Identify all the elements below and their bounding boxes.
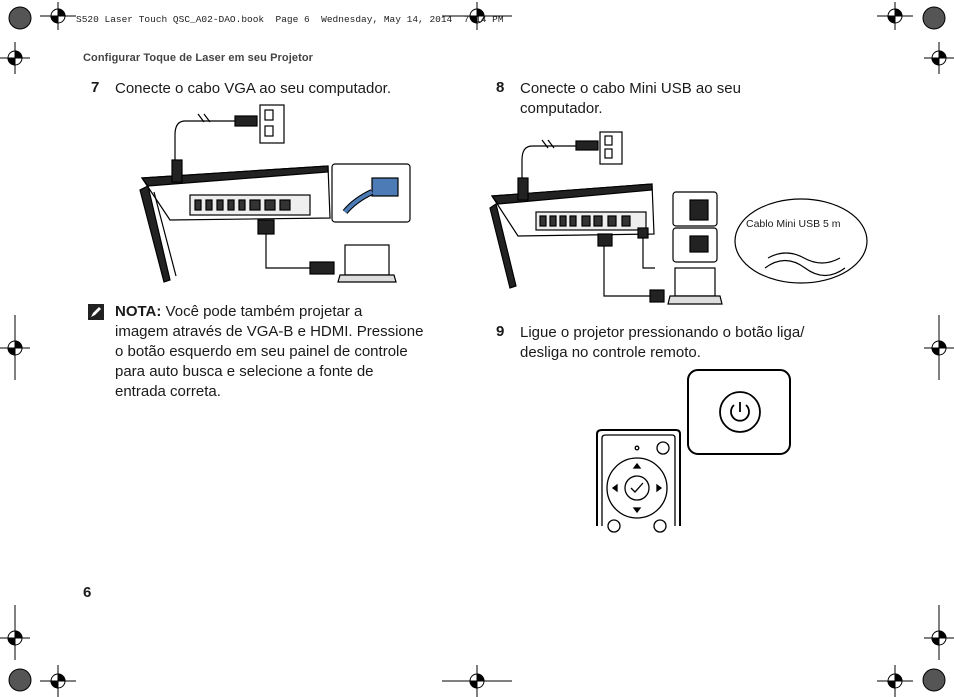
note-line-3: o botão esquerdo em seu painel de contro… <box>115 343 408 360</box>
step-8-line-1: Conecte o cabo Mini USB ao seu <box>520 80 741 97</box>
step-9-text: Ligue o projetor pressionando o botão li… <box>520 323 804 363</box>
registration-mark-icon <box>924 605 954 660</box>
registration-mark-icon <box>442 2 512 30</box>
note-pencil-icon <box>88 304 104 320</box>
registration-mark-icon <box>0 605 30 660</box>
vga-connection-illustration <box>139 104 411 283</box>
registration-mark-icon <box>924 42 954 74</box>
page-number: 6 <box>83 584 92 601</box>
registration-mark-icon <box>877 2 913 30</box>
remote-control-illustration <box>596 369 791 533</box>
note-line-4: para auto busca e selecione a fonte de <box>115 363 374 380</box>
note-block: NOTA: Você pode também projetar a imagem… <box>115 302 460 402</box>
power-icon <box>719 391 761 433</box>
step-8-number: 8 <box>496 79 505 96</box>
step-9-line-2: desliga no controle remoto. <box>520 344 701 361</box>
step-9-number: 9 <box>496 323 505 340</box>
step-9-line-1: Ligue o projetor pressionando o botão li… <box>520 324 805 341</box>
color-bar-icon <box>8 6 946 692</box>
registration-mark-icon <box>442 665 512 697</box>
registration-mark-icon <box>0 42 30 74</box>
note-label: NOTA: <box>115 303 162 320</box>
note-line-1: Você pode também projetar a <box>161 303 363 320</box>
step-8-line-2: computador. <box>520 100 603 117</box>
usb-connection-illustration <box>489 131 868 305</box>
registration-mark-icon <box>40 665 76 697</box>
note-line-5: entrada correta. <box>115 383 221 400</box>
step-7-text: Conecte o cabo VGA ao seu computador. <box>115 80 392 97</box>
usb-callout-label: Cablo Mini USB 5 m <box>746 218 841 230</box>
step-8-text: Conecte o cabo Mini USB ao seu computado… <box>520 79 741 119</box>
registration-mark-icon <box>877 665 913 697</box>
registration-mark-icon <box>924 315 954 380</box>
registration-mark-icon <box>0 315 30 380</box>
running-head: Configurar Toque de Laser em seu Projeto… <box>83 52 314 64</box>
registration-mark-icon <box>40 2 76 30</box>
step-7-number: 7 <box>91 79 100 96</box>
note-line-2: imagem através de VGA-B e HDMI. Pression… <box>115 323 424 340</box>
